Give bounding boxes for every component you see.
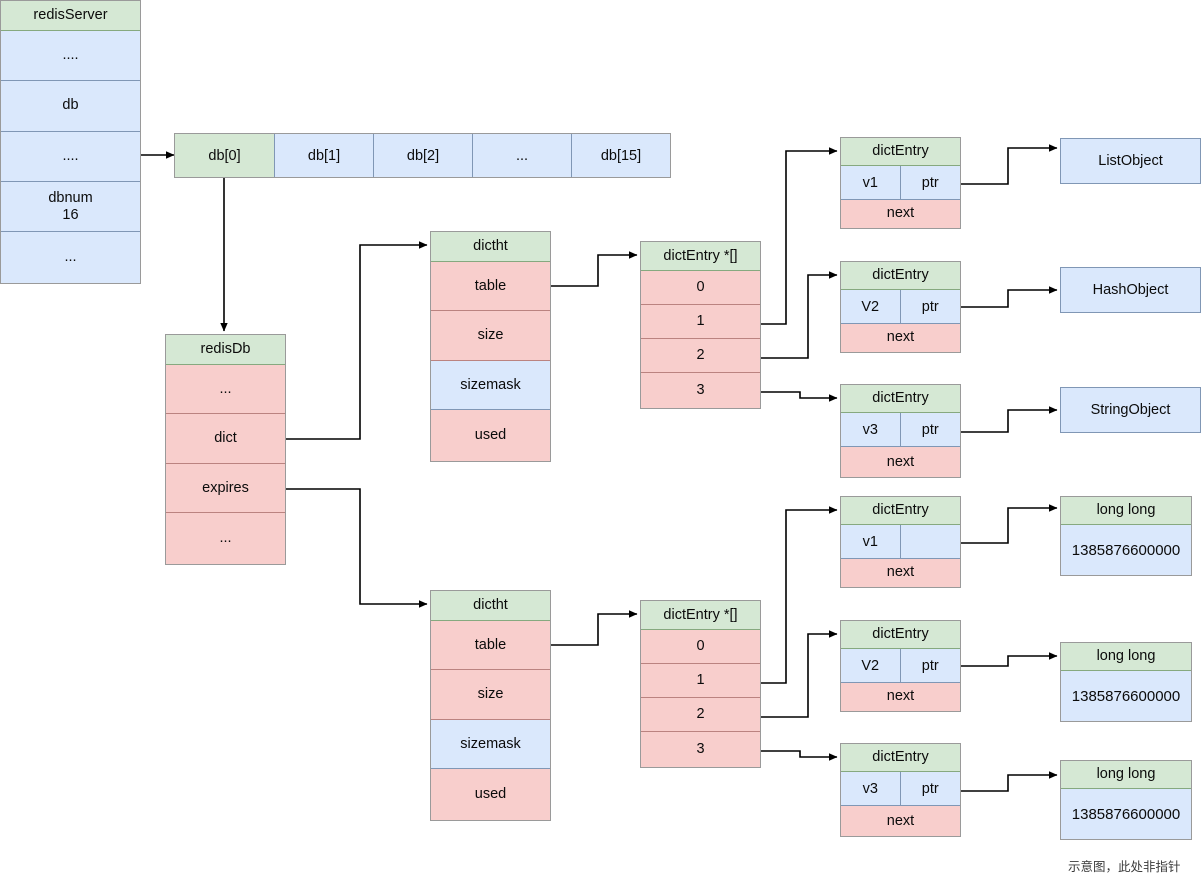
dictht-expires-field-table: table	[431, 620, 550, 671]
redis-db-box: redisDb ... dict expires ...	[165, 334, 286, 565]
dict-entry-ptr: ptr	[921, 174, 939, 191]
bucket-array-expires-slot-2[interactable]: 2	[641, 698, 760, 732]
footnote-text: 示意图，此处非指针	[1068, 860, 1181, 874]
dict-entry-title: dictEntry	[841, 385, 960, 414]
dictht-main-field-sizemask: sizemask	[431, 360, 550, 411]
dict-entry-next: next	[841, 199, 960, 228]
redis-server-field-db: db	[1, 80, 140, 132]
dict-entry-key: v1	[841, 166, 901, 199]
dict-entry-expires-1: dictEntry v1 next	[840, 496, 961, 588]
dict-entry-title: dictEntry	[841, 744, 960, 773]
bucket-array-main-slot-3[interactable]: 3	[641, 373, 760, 408]
expire-value-type: long long	[1061, 643, 1191, 672]
dict-entry-key: V2	[841, 649, 901, 682]
dict-entry-ptr: ptr	[921, 780, 939, 797]
dict-entry-title: dictEntry	[841, 262, 960, 291]
dict-entry-key: v3	[841, 772, 901, 805]
dict-entry-main-3: dictEntry v3 ptr next	[840, 384, 961, 478]
dict-entry-main-1: dictEntry v1 ptr next	[840, 137, 961, 229]
bucket-array-expires-slot-1[interactable]: 1	[641, 664, 760, 698]
dict-entry-next: next	[841, 805, 960, 836]
dict-entry-title: dictEntry	[841, 621, 960, 650]
redis-server-field: ....	[1, 131, 140, 183]
redis-db-title: redisDb	[166, 335, 285, 365]
value-object-hash: HashObject	[1060, 267, 1201, 313]
bucket-array-expires-slot-3[interactable]: 3	[641, 732, 760, 767]
redis-db-field: ...	[166, 513, 285, 564]
dict-entry-ptr: ptr	[921, 421, 939, 438]
redis-server-field: ...	[1, 232, 140, 283]
bucket-array-main-slot-0[interactable]: 0	[641, 271, 760, 305]
dictht-expires-box: dictht table size sizemask used	[430, 590, 551, 821]
expire-value-type: long long	[1061, 497, 1191, 526]
expire-value-box-2: long long 1385876600000	[1060, 642, 1192, 722]
bucket-array-main-title: dictEntry *[]	[641, 242, 760, 271]
dict-entry-expires-3: dictEntry v3 ptr next	[840, 743, 961, 837]
expire-value-number: 1385876600000	[1061, 525, 1191, 575]
dict-entry-key: V2	[841, 290, 901, 323]
dict-entry-key: v3	[841, 413, 901, 446]
dict-entry-ptr: ptr	[921, 298, 939, 315]
dictht-expires-field-used: used	[431, 769, 550, 820]
bucket-array-expires-slot-0[interactable]: 0	[641, 630, 760, 664]
db-array-cell-ellipsis: ...	[473, 134, 572, 177]
expire-value-box-1: long long 1385876600000	[1060, 496, 1192, 576]
bucket-array-main-slot-2[interactable]: 2	[641, 339, 760, 373]
db-array-cell-2[interactable]: db[2]	[374, 134, 473, 177]
expire-value-number: 1385876600000	[1061, 671, 1191, 721]
redis-server-field: ....	[1, 30, 140, 81]
db-array-cell-15[interactable]: db[15]	[572, 134, 670, 177]
dict-entry-key: v1	[841, 525, 901, 558]
db-array: db[0] db[1] db[2] ... db[15]	[174, 133, 671, 178]
dict-entry-ptr	[901, 525, 961, 557]
value-object-label: HashObject	[1061, 268, 1200, 312]
dictht-expires-title: dictht	[431, 591, 550, 621]
redis-db-field-dict: dict	[166, 414, 285, 464]
dict-entry-next: next	[841, 558, 960, 587]
redis-db-field-expires: expires	[166, 463, 285, 514]
value-object-label: ListObject	[1061, 139, 1200, 183]
expire-value-number: 1385876600000	[1061, 789, 1191, 839]
value-object-string: StringObject	[1060, 387, 1201, 433]
expire-value-type: long long	[1061, 761, 1191, 790]
redis-server-title: redisServer	[1, 1, 140, 31]
dictht-main-field-table: table	[431, 261, 550, 312]
dictht-main-title: dictht	[431, 232, 550, 262]
bucket-array-expires-box: dictEntry *[] 0 1 2 3	[640, 600, 761, 768]
dictht-main-box: dictht table size sizemask used	[430, 231, 551, 462]
db-array-cell-1[interactable]: db[1]	[275, 134, 374, 177]
dict-entry-main-2: dictEntry V2 ptr next	[840, 261, 961, 353]
expire-value-box-3: long long 1385876600000	[1060, 760, 1192, 840]
dictht-main-field-size: size	[431, 311, 550, 361]
dictht-main-field-used: used	[431, 410, 550, 461]
dict-entry-next: next	[841, 446, 960, 477]
dict-entry-title: dictEntry	[841, 138, 960, 167]
value-object-label: StringObject	[1061, 388, 1200, 432]
dict-entry-ptr: ptr	[921, 657, 939, 674]
value-object-list: ListObject	[1060, 138, 1201, 184]
dictht-expires-field-size: size	[431, 670, 550, 720]
bucket-array-expires-title: dictEntry *[]	[641, 601, 760, 630]
dict-entry-next: next	[841, 682, 960, 711]
bucket-array-main-slot-1[interactable]: 1	[641, 305, 760, 339]
db-array-cell-0[interactable]: db[0]	[175, 134, 275, 177]
bucket-array-main-box: dictEntry *[] 0 1 2 3	[640, 241, 761, 409]
dictht-expires-field-sizemask: sizemask	[431, 719, 550, 770]
dict-entry-title: dictEntry	[841, 497, 960, 526]
redis-db-field: ...	[166, 364, 285, 415]
redis-server-box: redisServer .... db .... dbnum 16 ...	[0, 0, 141, 284]
dict-entry-expires-2: dictEntry V2 ptr next	[840, 620, 961, 712]
dict-entry-next: next	[841, 323, 960, 352]
redis-server-field-dbnum: dbnum 16	[1, 182, 140, 233]
